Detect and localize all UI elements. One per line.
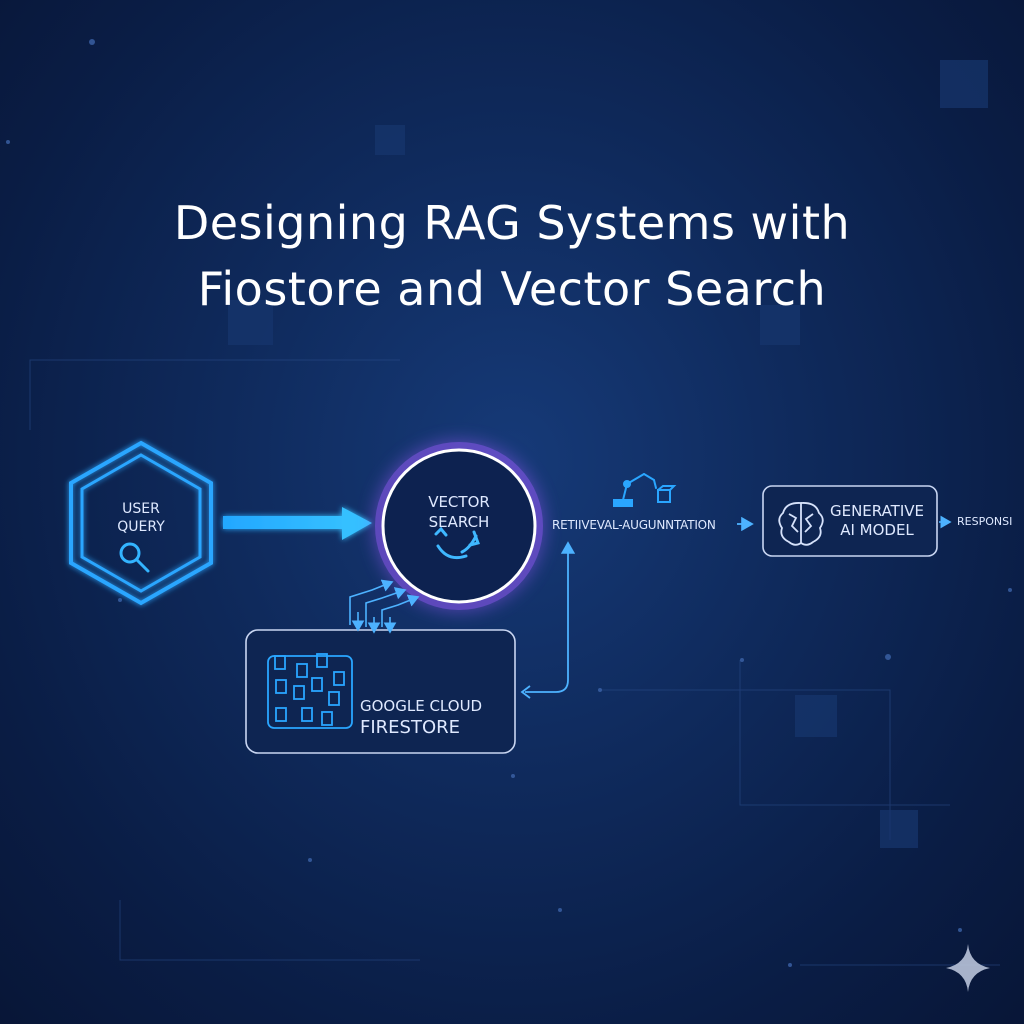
sparkle-icon	[946, 944, 990, 992]
vector-search-line-1: VECTOR	[428, 493, 490, 511]
firestore-to-retrieval-connector	[525, 541, 576, 693]
user-query-label: USER QUERY	[96, 500, 186, 536]
vector-search-line-2: SEARCH	[428, 513, 490, 531]
vector-search-label: VECTOR SEARCH	[404, 492, 514, 532]
response-label: RESPONSI	[957, 515, 1013, 528]
generative-ai-label: GENERATIVE AI MODEL	[823, 502, 931, 540]
firestore-label: GOOGLE CLOUD FIRESTORE	[360, 696, 510, 740]
query-to-search-arrow	[223, 507, 372, 540]
firestore-line-1: GOOGLE CLOUD	[360, 697, 483, 715]
generative-ai-line-2: AI MODEL	[840, 521, 914, 539]
title-line-2: Fiostore and Vector Search	[197, 262, 827, 316]
retrieval-label: RETIIVEVAL-AUGUNNTATION	[552, 518, 716, 532]
user-query-line-1: USER	[122, 501, 160, 517]
user-query-line-2: QUERY	[117, 519, 165, 535]
magnifier-icon	[119, 542, 150, 573]
refresh-arrows-icon	[434, 526, 480, 560]
vector-search-node	[375, 442, 543, 610]
user-query-node	[69, 440, 213, 606]
title-line-1: Designing RAG Systems with	[173, 196, 851, 250]
retrieval-to-firestore-arrowhead	[520, 685, 531, 699]
firestore-search-connectors	[349, 579, 420, 634]
firestore-line-2: FIRESTORE	[360, 717, 461, 738]
firestore-node	[245, 629, 516, 754]
generative-ai-line-1: GENERATIVE	[829, 502, 925, 520]
brain-icon	[778, 502, 824, 546]
page-title: Designing RAG Systems with Fiostore and …	[0, 190, 1024, 322]
robot-arm-icon	[613, 473, 677, 507]
documents-grid-icon	[267, 653, 353, 729]
